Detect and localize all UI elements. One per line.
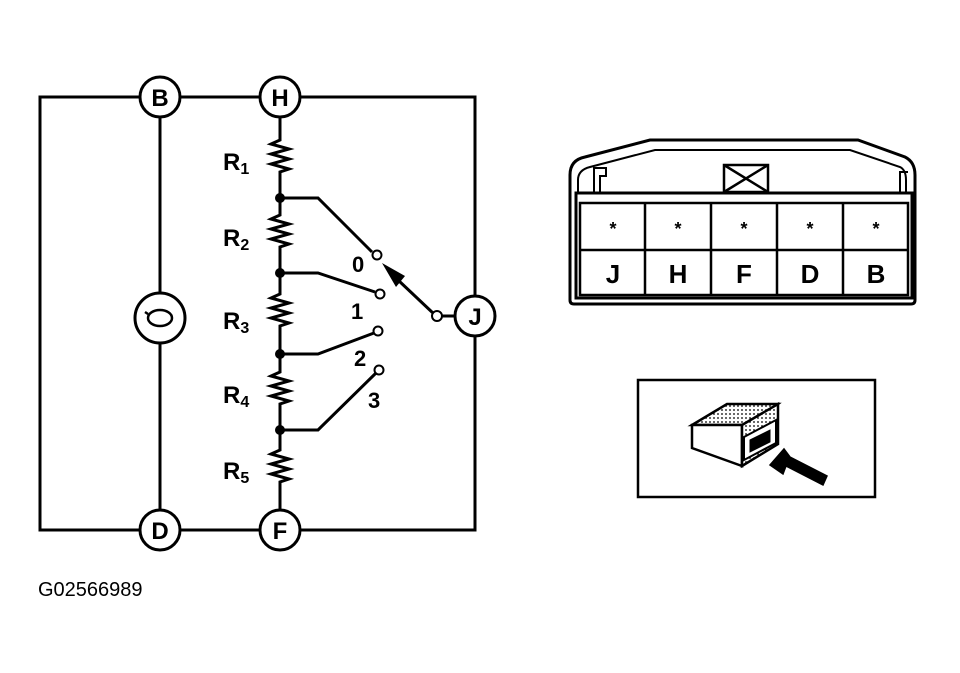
resistor-label-r3: R3 xyxy=(223,308,249,337)
connector-key-cross xyxy=(724,165,768,192)
junction-dot xyxy=(275,425,285,435)
pin-marker: * xyxy=(674,219,681,239)
pin-label-b: B xyxy=(867,259,886,289)
lamp-icon xyxy=(135,293,185,343)
resistor-letter: R xyxy=(223,382,240,409)
resistor-label-r5: R5 xyxy=(223,458,249,487)
junction-dot xyxy=(275,268,285,278)
switch-position-3: 3 xyxy=(368,388,380,413)
node-label-f: F xyxy=(273,518,288,545)
resistor-letter: R xyxy=(223,458,240,485)
node-label-j: J xyxy=(468,304,481,331)
connector-inner-hood xyxy=(578,150,906,192)
latch-left xyxy=(594,168,606,193)
pin-marker: * xyxy=(740,219,747,239)
pin-label-d: D xyxy=(801,259,820,289)
node-label-h: H xyxy=(271,85,288,112)
switch-arm xyxy=(398,280,434,314)
resistor-label-r2: R2 xyxy=(223,225,249,254)
tap-wire-3 xyxy=(280,373,376,430)
wire-top-left xyxy=(40,97,140,530)
location-inset xyxy=(638,380,875,497)
resistor-label-r4: R4 xyxy=(223,382,249,411)
resistor-subscript: 1 xyxy=(240,161,249,178)
node-label-d: D xyxy=(151,518,168,545)
resistor-subscript: 2 xyxy=(240,237,249,254)
junction-dot xyxy=(275,193,285,203)
contact-1 xyxy=(376,290,385,299)
circuit-schematic xyxy=(40,97,475,530)
pin-marker: * xyxy=(806,219,813,239)
pin-label-j: J xyxy=(606,259,620,289)
junction-dot xyxy=(275,349,285,359)
contact-0 xyxy=(373,251,382,260)
contact-common xyxy=(432,311,442,321)
pin-marker: * xyxy=(609,219,616,239)
node-label-b: B xyxy=(151,85,168,112)
figure-reference: G02566989 xyxy=(38,579,143,601)
switch-position-0: 0 xyxy=(352,252,364,277)
pin-label-h: H xyxy=(669,259,688,289)
resistor-subscript: 4 xyxy=(240,394,249,411)
resistor-letter: R xyxy=(223,149,240,176)
resistor-letter: R xyxy=(223,225,240,252)
resistor-subscript: 5 xyxy=(240,470,249,487)
contact-2 xyxy=(374,327,383,336)
resistor-subscript: 3 xyxy=(240,320,249,337)
resistor-label-r1: R1 xyxy=(223,149,249,178)
resistor-chain xyxy=(271,117,289,510)
resistor-letter: R xyxy=(223,308,240,335)
switch-position-2: 2 xyxy=(354,346,366,371)
switch-position-1: 1 xyxy=(351,299,363,324)
contact-3 xyxy=(375,366,384,375)
wire-right-lower xyxy=(300,336,475,530)
pin-label-f: F xyxy=(736,259,752,289)
pin-marker: * xyxy=(872,219,879,239)
